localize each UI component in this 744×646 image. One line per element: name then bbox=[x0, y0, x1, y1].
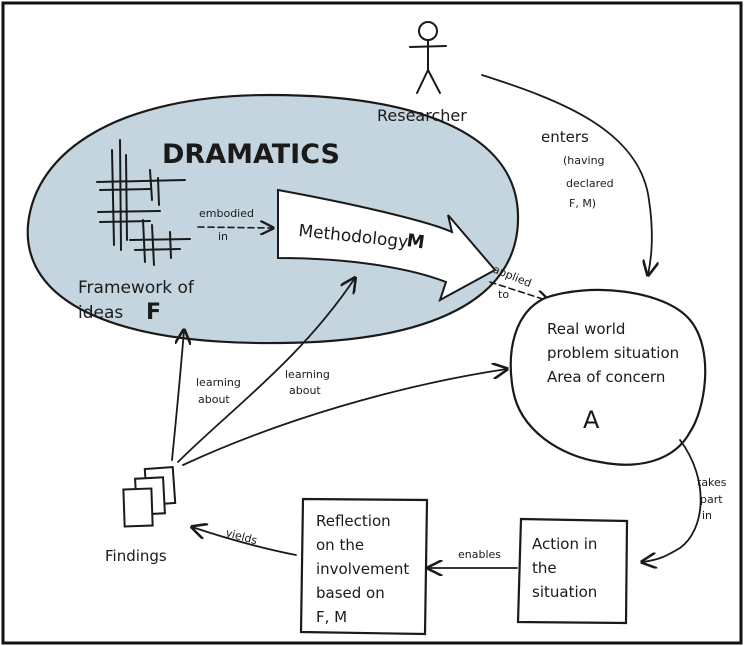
yields-arrow bbox=[192, 527, 297, 556]
dramatics-ellipse bbox=[26, 93, 520, 345]
area-label-line3: Area of concern bbox=[547, 368, 665, 386]
declared-fm-label: F, M) bbox=[569, 197, 596, 210]
methodology-symbol: M bbox=[405, 230, 426, 253]
applied-to-label: to bbox=[498, 288, 509, 301]
dramatics-title: DRAMATICS bbox=[162, 139, 340, 170]
area-label-line1: Real world bbox=[547, 320, 625, 338]
researcher-label: Researcher bbox=[377, 106, 467, 125]
findings-papers-icon bbox=[122, 465, 177, 528]
applied-label: applied bbox=[491, 263, 533, 290]
reflection-label-line4: based on bbox=[316, 584, 385, 602]
applied-arrow bbox=[489, 281, 549, 301]
part-label: part bbox=[700, 493, 723, 506]
learning-about-2-line1: learning bbox=[285, 368, 330, 381]
action-label-line2: the bbox=[532, 559, 557, 577]
learning-about-1-line1: learning bbox=[196, 376, 241, 389]
action-label-line1: Action in bbox=[532, 535, 597, 553]
reflection-label-line3: involvement bbox=[316, 560, 409, 578]
embodied-in-label: in bbox=[218, 230, 228, 243]
yields-label: yields bbox=[224, 526, 259, 547]
takes-part-arrow bbox=[642, 439, 702, 562]
area-label-line2: problem situation bbox=[547, 344, 679, 362]
enables-label: enables bbox=[458, 548, 501, 561]
embodied-arrow bbox=[197, 227, 273, 228]
reflection-label-line5: F, M bbox=[316, 608, 347, 626]
embodied-label: embodied bbox=[199, 207, 254, 220]
researcher-stick-figure-icon bbox=[409, 21, 447, 94]
declared-label: declared bbox=[566, 177, 614, 190]
having-label: (having bbox=[563, 154, 605, 167]
reflection-box bbox=[299, 497, 429, 636]
action-box bbox=[516, 517, 629, 625]
findings-label: Findings bbox=[105, 547, 167, 565]
framework-grid-icon bbox=[96, 139, 191, 266]
reflection-label-line2: on the bbox=[316, 536, 364, 554]
takes-label: takes bbox=[697, 476, 727, 489]
reflection-label-line1: Reflection bbox=[316, 512, 391, 530]
learning-about-1-line2: about bbox=[198, 393, 230, 406]
framework-label-line2: ideas bbox=[78, 303, 123, 323]
area-symbol: A bbox=[583, 406, 600, 434]
enters-arrow bbox=[481, 74, 652, 275]
framework-symbol: F bbox=[146, 300, 161, 325]
learning-about-framework-arrow bbox=[171, 330, 184, 461]
learning-about-2-line2: about bbox=[289, 384, 321, 397]
area-of-concern-shape bbox=[509, 288, 707, 466]
action-label-line3: situation bbox=[532, 583, 597, 601]
findings-to-area-arrow bbox=[182, 369, 507, 466]
learning-about-methodology-arrow bbox=[177, 278, 355, 463]
framework-label-line1: Framework of bbox=[78, 278, 195, 298]
in-label: in bbox=[702, 509, 712, 522]
enters-label: enters bbox=[541, 128, 589, 146]
methodology-arrow-shape bbox=[277, 188, 497, 303]
